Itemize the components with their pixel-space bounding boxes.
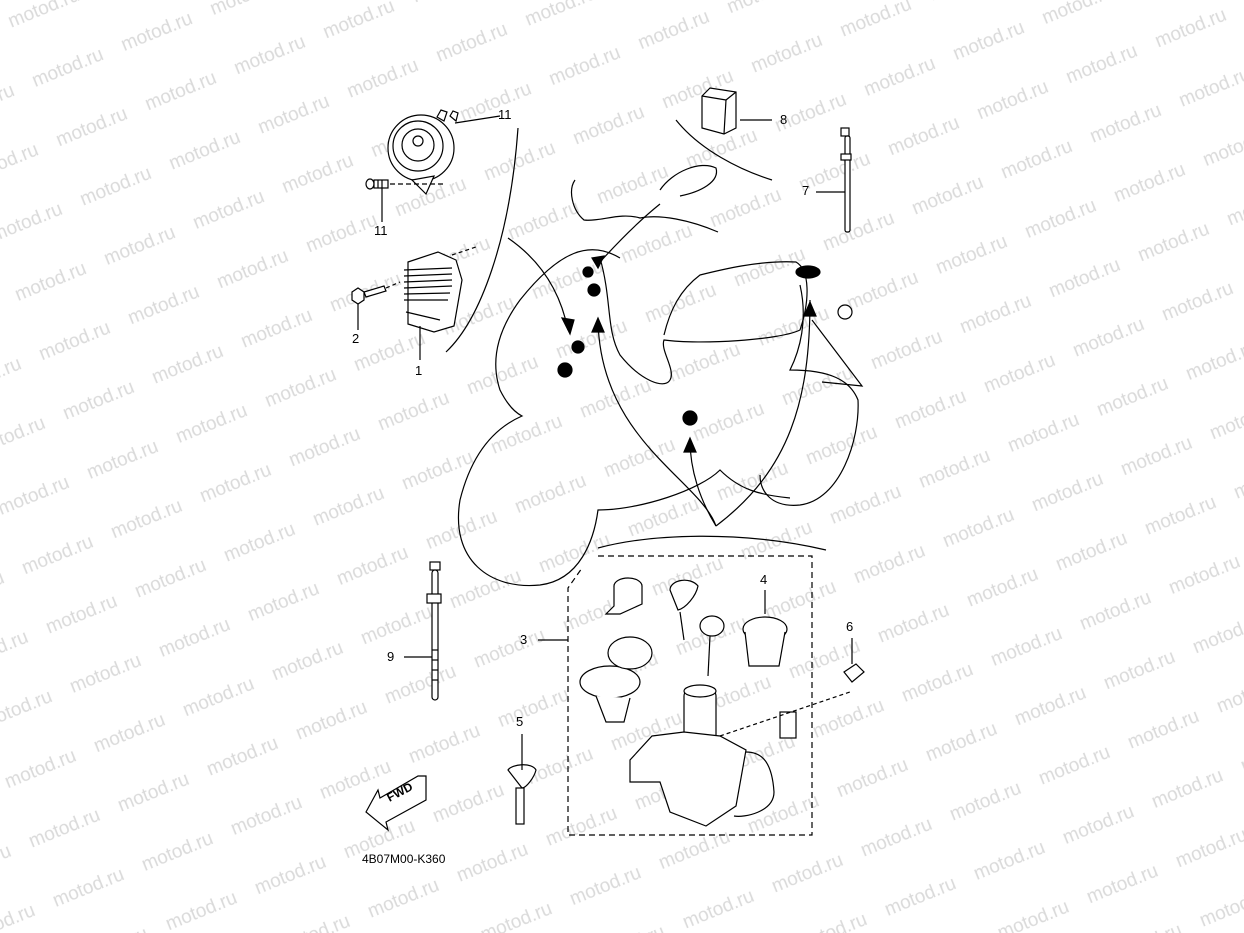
bolt-6-part[interactable] [843,638,865,683]
relay-part[interactable] [675,87,773,181]
key-5-part[interactable] [507,734,537,825]
scooter-outline [457,164,864,587]
connector-arrows [507,203,821,527]
callout-10: 11 [498,107,512,122]
band-7-part[interactable] [816,127,852,233]
bolt-11-part[interactable] [365,178,446,222]
rectifier-part[interactable] [403,246,477,360]
callout-8: 8 [780,112,788,127]
callout-3: 3 [520,632,528,647]
callout-7: 7 [802,183,810,198]
callout-1: 1 [415,363,423,378]
callout-2: 2 [352,331,360,346]
callout-4: 4 [760,572,768,587]
forward-direction-arrow [365,775,427,832]
horn-part[interactable] [387,109,501,196]
drawing-code: 4B07M00-K360 [362,852,446,866]
callout-5: 5 [516,714,524,729]
bolt-2-part[interactable] [351,281,401,330]
callout-9: 9 [387,649,395,664]
band-9-part[interactable] [404,561,442,701]
callout-11: 11 [374,223,388,238]
kit-box[interactable] [538,555,851,836]
callout-6: 6 [846,619,854,634]
